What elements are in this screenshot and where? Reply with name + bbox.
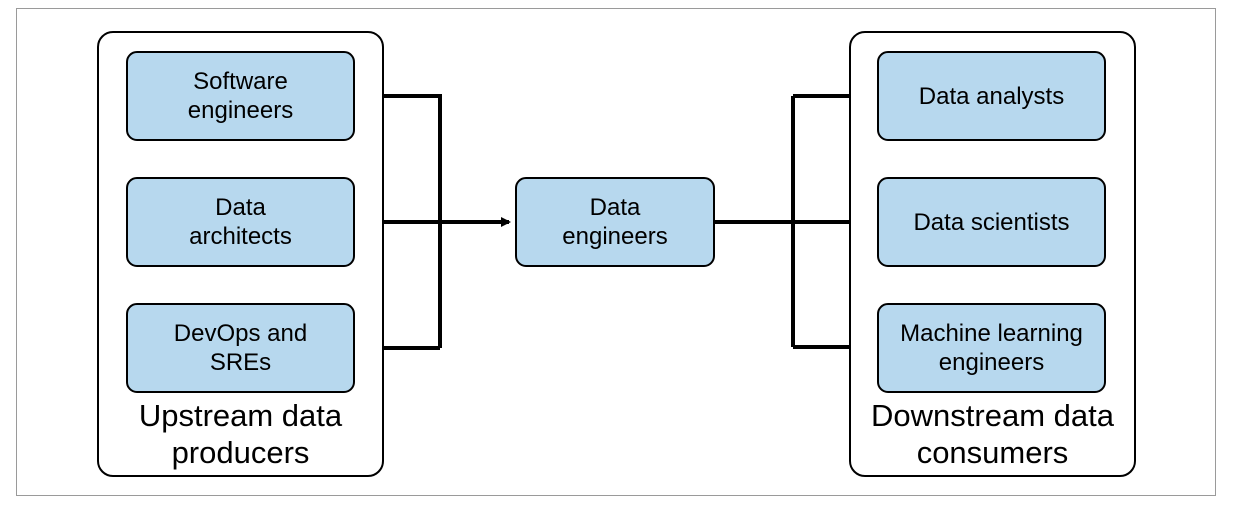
node-label: DevOps and SREs [173,320,308,376]
node-software-engineers: Software engineers [126,51,355,141]
node-data-scientists: Data scientists [877,177,1106,267]
upstream-group-label: Upstream data producers [138,398,343,470]
node-label: Data architects [189,194,292,250]
node-data-analysts: Data analysts [877,51,1106,141]
node-devops-sres: DevOps and SREs [126,303,355,393]
node-machine-learning-engineers: Machine learning engineers [877,303,1106,393]
node-data-engineers: Data engineers [515,177,715,267]
node-label: Machine learning engineers [900,320,1083,376]
node-data-architects: Data architects [126,177,355,267]
node-label: Data analysts [918,82,1065,110]
node-label: Data scientists [913,208,1070,236]
node-label: Software engineers [187,68,294,124]
figure-frame [16,8,1216,496]
node-label: Data engineers [562,194,668,250]
downstream-group-label: Downstream data consumers [871,398,1114,470]
